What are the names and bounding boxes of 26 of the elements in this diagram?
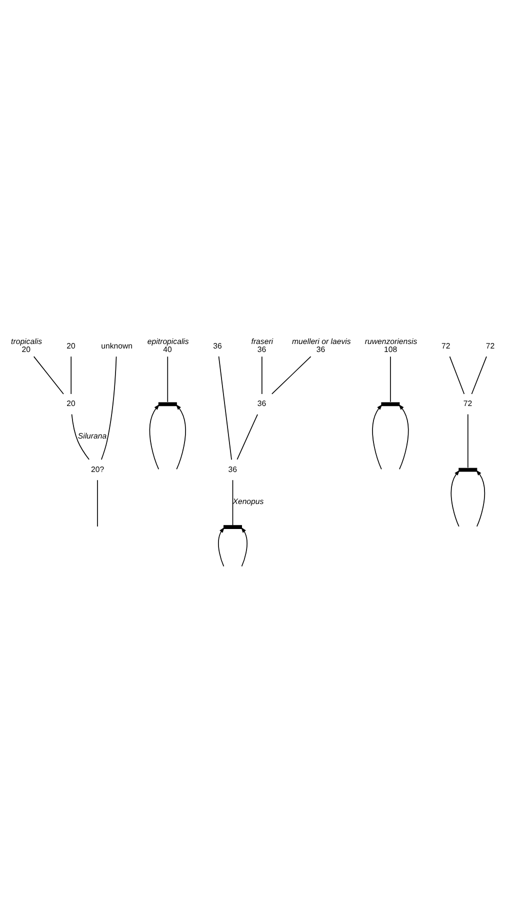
arrow bbox=[450, 469, 460, 526]
connector bbox=[97, 479, 98, 526]
connector bbox=[167, 356, 168, 402]
node-bar bbox=[223, 524, 242, 529]
arrow bbox=[176, 404, 186, 470]
arrow bbox=[218, 526, 225, 566]
arrow bbox=[398, 404, 409, 470]
connector bbox=[467, 413, 468, 468]
arrow bbox=[372, 404, 382, 470]
connector bbox=[70, 356, 72, 394]
node-bar bbox=[381, 402, 400, 406]
arrow bbox=[149, 404, 160, 470]
connector bbox=[33, 356, 64, 394]
node-bar bbox=[458, 467, 478, 472]
connector bbox=[218, 356, 232, 460]
connector bbox=[449, 356, 465, 394]
connector bbox=[471, 356, 487, 394]
arrow bbox=[476, 469, 485, 526]
connector bbox=[236, 413, 258, 460]
connector bbox=[100, 356, 117, 460]
arrow bbox=[240, 526, 248, 566]
connector bbox=[232, 479, 234, 526]
connector bbox=[390, 356, 391, 402]
node-bar bbox=[158, 402, 177, 406]
connector bbox=[272, 356, 312, 394]
connector bbox=[71, 413, 90, 460]
